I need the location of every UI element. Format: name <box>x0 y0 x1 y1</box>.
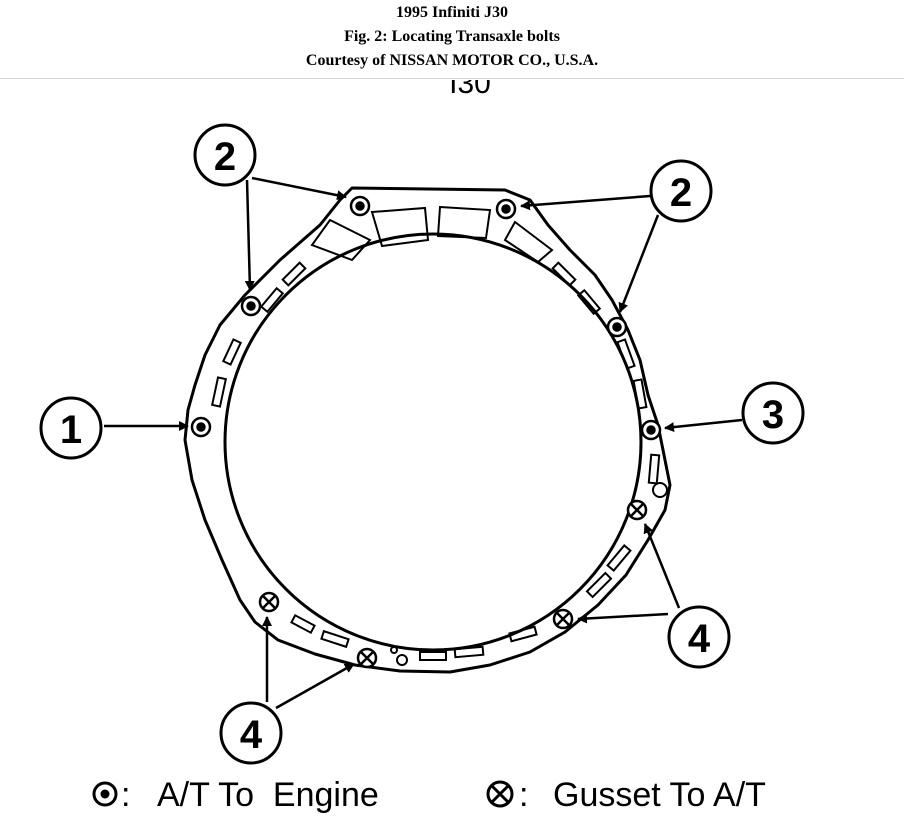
cutoff-label: I30 <box>449 67 491 100</box>
leader-arrows <box>104 176 743 710</box>
callout-3: 3 <box>741 381 805 445</box>
callout-1: 1 <box>39 396 103 460</box>
legend-separator-engine: : <box>121 776 130 814</box>
gusset-bolt-icon <box>486 780 514 808</box>
engine-bolts <box>190 195 662 441</box>
legend-engine-label: A/T To Engine <box>157 776 379 814</box>
courtesy-line: Courtesy of NISSAN MOTOR CO., U.S.A. <box>305 52 599 69</box>
callout-2-right: 2 <box>649 159 713 223</box>
callout-2-left: 2 <box>193 123 257 187</box>
bolt-1 <box>190 416 212 438</box>
gusset-bolt-bottom <box>356 647 378 669</box>
bolt-2-lower-left <box>240 295 262 317</box>
gusset-bolts <box>258 499 648 669</box>
figure-header: 1995 Infiniti J30 Fig. 2: Locating Trans… <box>0 0 904 73</box>
housing-slots <box>210 205 668 666</box>
bolt-2-lower-right <box>606 316 628 338</box>
bolt-3 <box>640 419 662 441</box>
legend: : A/T To Engine : Gusset To A/T <box>92 776 766 814</box>
callout-4-left: 4 <box>219 701 283 765</box>
bolt-2-upper-right <box>495 198 517 220</box>
callout-3-label: 3 <box>762 393 784 437</box>
callout-4-right-label: 4 <box>688 617 711 661</box>
callout-4-left-label: 4 <box>240 713 263 757</box>
vehicle-title: 1995 Infiniti J30 <box>395 4 508 21</box>
gusset-bolt-left <box>258 591 280 613</box>
engine-bolt-icon <box>92 781 118 807</box>
gusset-bolt-right-lower <box>552 608 574 630</box>
callout-4-right: 4 <box>667 605 731 669</box>
gusset-bolt-right-upper <box>626 499 648 521</box>
bolt-2-upper-left <box>349 195 371 217</box>
callout-1-label: 1 <box>60 408 82 452</box>
legend-separator-gusset: : <box>519 776 528 814</box>
legend-gusset-label: Gusset To A/T <box>553 776 766 814</box>
figure-caption: Fig. 2: Locating Transaxle bolts <box>344 28 560 45</box>
housing-outline <box>183 186 672 674</box>
callout-2-left-label: 2 <box>214 135 236 179</box>
callout-2-right-label: 2 <box>670 171 692 215</box>
header-divider <box>0 78 904 79</box>
